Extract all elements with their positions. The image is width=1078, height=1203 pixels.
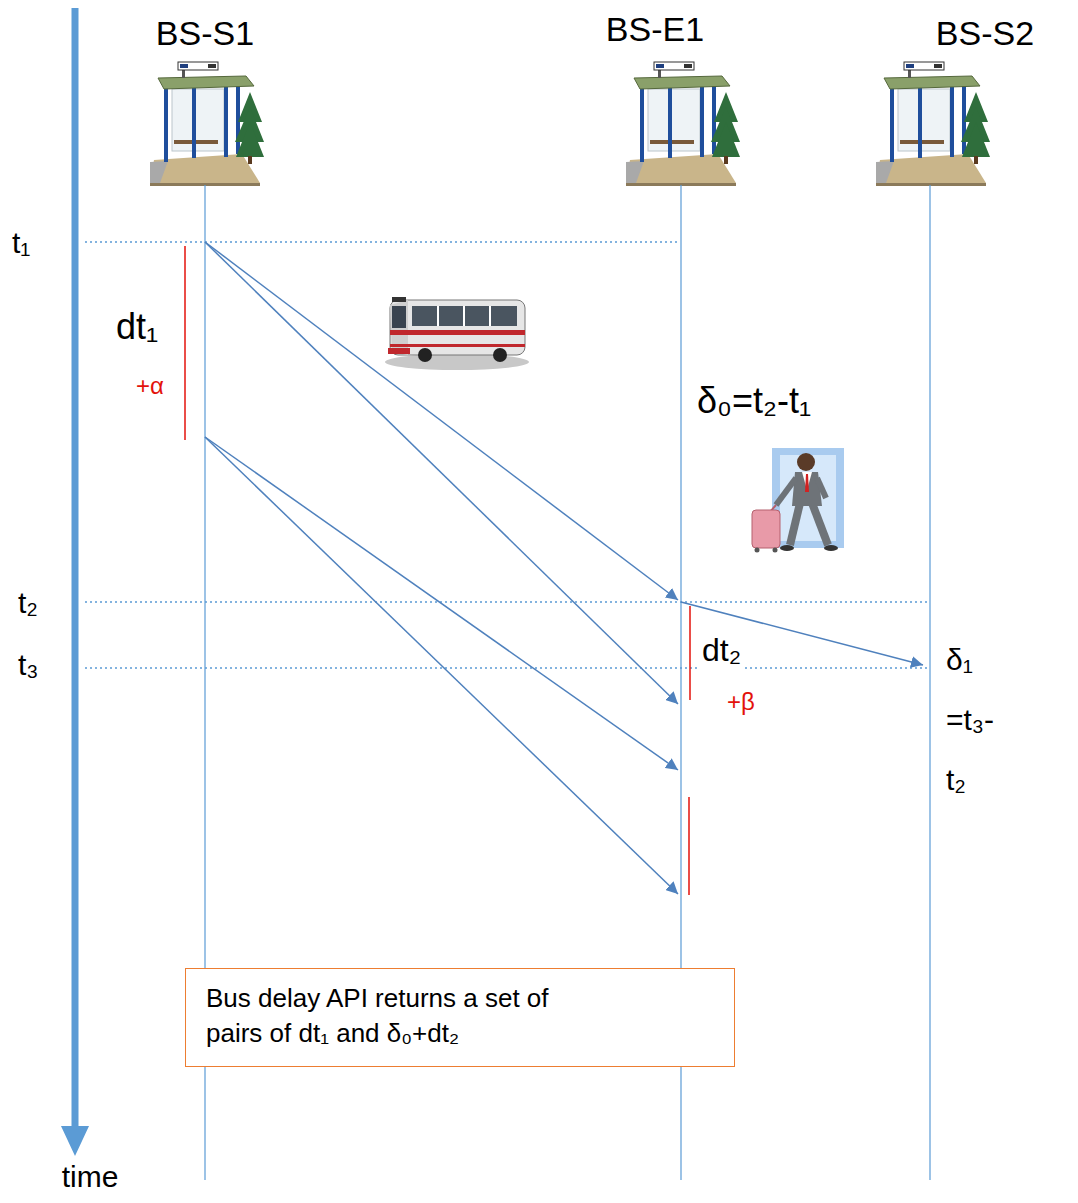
time-axis: [61, 8, 89, 1156]
interval-bar: [185, 246, 690, 895]
margin-label: +β: [727, 688, 755, 716]
time-mark: t₂: [18, 586, 38, 621]
axis-label: time: [62, 1160, 119, 1195]
time-guide: [85, 242, 930, 668]
bus-stop-icon: [626, 62, 740, 186]
bus-stop-icon: [876, 62, 990, 186]
trip-arrow: [205, 242, 923, 894]
interval-label: δ₀=t₂-t₁: [697, 380, 811, 421]
time-mark: t₃: [18, 648, 39, 683]
bus-icon: [385, 297, 529, 370]
delay-label: dt₁: [116, 306, 158, 347]
passenger-icon: [752, 448, 844, 553]
interval-label: δ₁ =t₃-t₂: [946, 630, 994, 810]
stop-name: BS-E1: [606, 10, 704, 49]
result-box: Bus delay API returns a set of pairs of …: [185, 968, 735, 1067]
margin-label: +α: [136, 372, 164, 400]
box-text: Bus delay API returns a set of pairs of …: [206, 981, 606, 1051]
stop-name: BS-S1: [156, 14, 254, 53]
time-mark: t₁: [12, 226, 30, 261]
bus-stop-icon: [150, 62, 264, 186]
stop-name: BS-S2: [936, 14, 1034, 53]
delay-label: dt₂: [700, 632, 743, 669]
